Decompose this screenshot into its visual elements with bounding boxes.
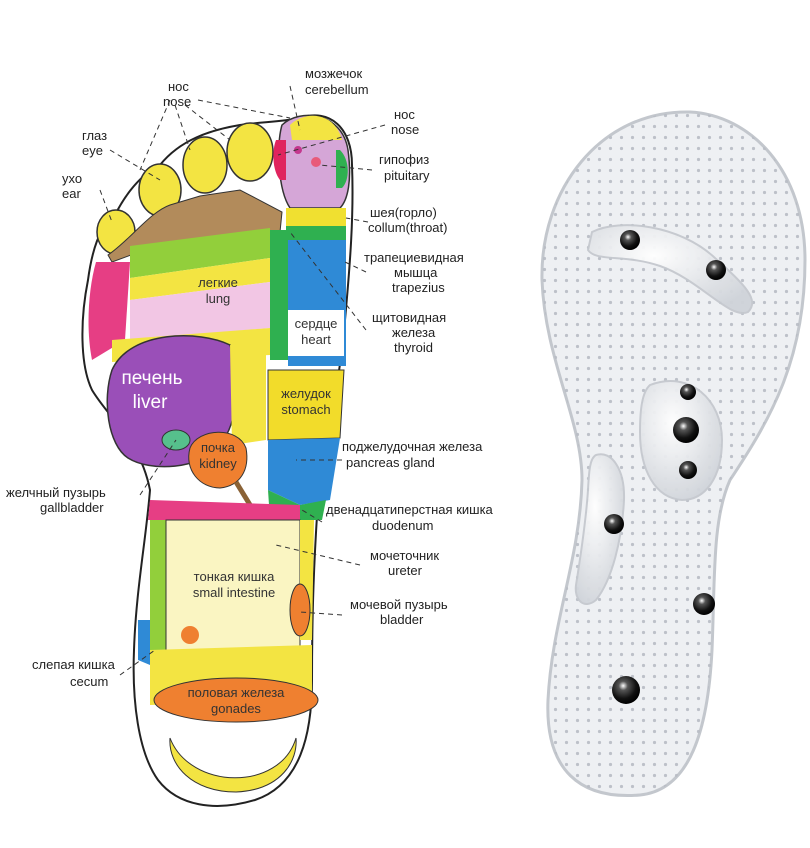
label-nose-left-ru: нос — [168, 79, 189, 94]
label-ear-ru: ухо — [62, 171, 82, 186]
big-toe-pituitary-zone — [336, 150, 348, 188]
heart-column — [270, 230, 288, 360]
heart-label-ru: сердце — [295, 316, 338, 331]
label-eye-ru: глаз — [82, 128, 107, 143]
toe-3 — [182, 136, 228, 194]
label-nose-right-ru: нос — [394, 107, 415, 122]
big-toe-nose-zone — [273, 140, 286, 180]
label-trapezius-ru2: мышца — [394, 265, 438, 280]
label-trapezius-ru1: трапециевидная — [364, 250, 464, 265]
small-intestine-label-ru: тонкая кишка — [194, 569, 275, 584]
label-ear-en: ear — [62, 186, 81, 201]
stomach-label-en: stomach — [281, 402, 330, 417]
leader-lines — [99, 85, 386, 676]
magnet-4 — [673, 417, 699, 443]
pituitary-dot — [311, 157, 321, 167]
stomach-label-ru: желудок — [281, 386, 331, 401]
bladder-zone — [289, 583, 311, 637]
gonads-zone — [153, 677, 319, 723]
gonads-label-en: gonades — [211, 701, 261, 716]
kidney-label-en: kidney — [199, 456, 237, 471]
kidney-label-ru: почка — [201, 440, 236, 455]
label-thyroid-ru2: железа — [392, 325, 436, 340]
label-cecum-ru: слепая кишка — [32, 657, 116, 672]
label-nose-right-en: nose — [391, 122, 419, 137]
colon-top-band — [148, 500, 300, 522]
label-cecum-en: cecum — [70, 674, 108, 689]
label-duodenum-ru: двенадцатиперстная кишка — [326, 502, 494, 517]
label-thyroid-ru1: щитовидная — [372, 310, 446, 325]
cecum-dot — [181, 626, 199, 644]
magnet-8 — [612, 676, 640, 704]
magnetic-insole — [540, 110, 807, 798]
label-neck-en: collum(throat) — [368, 220, 447, 235]
label-pituitary-en: pituitary — [384, 168, 430, 183]
yellow-side-zone — [230, 345, 266, 445]
thyroid-band — [286, 226, 346, 240]
label-bladder-en: bladder — [380, 612, 424, 627]
label-pancreas-en: pancreas gland — [346, 455, 435, 470]
pancreas-zone — [268, 438, 340, 505]
label-eye-en: eye — [82, 143, 103, 158]
label-gallbladder-en: gallbladder — [40, 500, 104, 515]
label-nose-left-en: nose — [163, 94, 191, 109]
small-intestine-label-en: small intestine — [193, 585, 275, 600]
magnet-5 — [679, 461, 697, 479]
liver-label-en: liver — [133, 392, 169, 413]
organ-labels: мозжечок cerebellum нос nose глаз eye ух… — [6, 66, 494, 689]
cecum-zone — [138, 620, 150, 665]
yellow-band — [130, 258, 270, 300]
heel-arc — [169, 737, 297, 793]
label-ureter-en: ureter — [388, 563, 423, 578]
lung-label-en: lung — [206, 291, 231, 306]
label-bladder-ru: мочевой пузырь — [350, 597, 448, 612]
magnet-7 — [693, 593, 715, 615]
magnet-6 — [604, 514, 624, 534]
label-pancreas-ru: поджелудочная железа — [342, 439, 483, 454]
neck-zone — [286, 208, 346, 226]
lung-zone — [130, 282, 270, 340]
label-duodenum-en: duodenum — [372, 518, 433, 533]
label-cerebellum-en: cerebellum — [305, 82, 369, 97]
colon-left-band — [150, 520, 166, 650]
shoulder-band — [88, 262, 130, 360]
green-band — [130, 228, 270, 278]
heart-label-box — [288, 310, 344, 356]
label-neck-ru: шея(горло) — [370, 205, 437, 220]
label-gallbladder-ru: желчный пузырь — [6, 485, 106, 500]
big-toe-tip — [290, 115, 342, 140]
liver-label-ru: печень — [121, 368, 182, 389]
magnet-3 — [680, 384, 696, 400]
magnet-1 — [620, 230, 640, 250]
label-cerebellum-ru: мозжечок — [305, 66, 362, 81]
kidney-zone — [188, 431, 248, 489]
foot-map: легкие lung сердце heart печень liver же… — [81, 114, 354, 807]
label-ureter-ru: мочеточник — [370, 548, 439, 563]
toe-2 — [226, 122, 274, 182]
label-trapezius-en: trapezius — [392, 280, 445, 295]
heart-label-en: heart — [301, 332, 331, 347]
magnet-2 — [706, 260, 726, 280]
side-pad — [574, 453, 626, 605]
lung-label-ru: легкие — [198, 275, 238, 290]
label-pituitary-ru: гипофиз — [379, 152, 429, 167]
gonads-label-ru: половая железа — [188, 685, 286, 700]
label-thyroid-en: thyroid — [394, 340, 433, 355]
cerebellum-dot — [294, 146, 302, 154]
